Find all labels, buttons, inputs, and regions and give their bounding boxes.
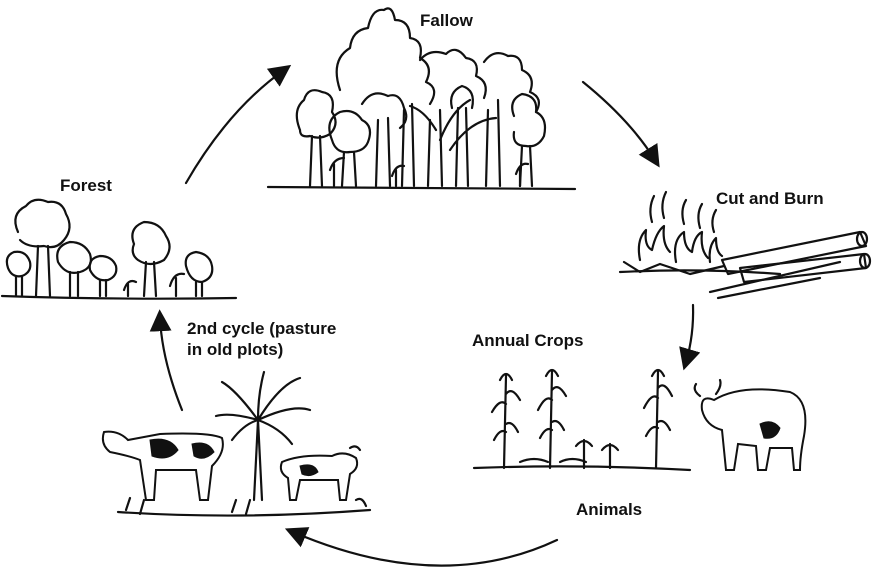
fallow-illustration: [266, 7, 577, 191]
arrow-secondcycle-to-forest: [149, 309, 184, 412]
label-forest: Forest: [60, 176, 112, 195]
annual-crops-illustration: [472, 368, 692, 472]
label-animals: Animals: [576, 500, 643, 519]
label-second-cycle-line2: in old plots): [187, 340, 284, 359]
second-cycle-illustration: [101, 370, 372, 517]
label-fallow: Fallow: [420, 11, 473, 30]
arrow-animals-to-secondcycle: [284, 527, 559, 567]
arrow-forest-to-fallow: [184, 64, 292, 185]
label-annual-crops: Annual Crops: [472, 331, 584, 350]
bull-illustration: [693, 378, 807, 471]
label-second-cycle: 2nd cycle (pasture in old plots): [187, 318, 336, 360]
arrow-cutburn-to-crops: [679, 303, 701, 371]
cut-and-burn-illustration: [618, 190, 872, 300]
label-cut-and-burn: Cut and Burn: [716, 189, 824, 208]
forest-illustration: [0, 198, 238, 300]
arrow-fallow-to-cutburn: [581, 80, 660, 168]
label-second-cycle-line1: 2nd cycle (pasture: [187, 319, 337, 338]
